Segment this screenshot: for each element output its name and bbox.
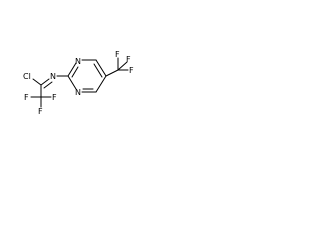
bond-ring-cf3 xyxy=(105,69,119,77)
atom-label-n-ring-upper: N xyxy=(75,57,81,66)
atom-label-n-ring-lower: N xyxy=(75,88,81,97)
atom-label-f-upper-right: F xyxy=(126,55,131,64)
atom-label-f-top: F xyxy=(115,50,120,59)
atom-label-f-bottom-right: F xyxy=(52,93,57,102)
bond-imine-n-c xyxy=(40,78,50,86)
bond-n1-c2-double xyxy=(71,66,79,78)
bond-n3-c2 xyxy=(67,75,77,90)
bond-c-cl xyxy=(32,78,42,86)
bond-c5-c4 xyxy=(95,75,107,93)
imine-linker xyxy=(32,75,69,98)
chemical-structure: F F F C N N N Cl F F F xyxy=(23,50,134,116)
atom-label-f-bottom-left: F xyxy=(24,93,29,102)
bond-cf3-f-upper-right xyxy=(117,61,128,71)
bond-c6-c5-double xyxy=(93,63,103,78)
atom-label-f-right: F xyxy=(129,66,134,75)
trifluoromethyl-group-chain xyxy=(30,96,52,108)
trifluoromethyl-group-ring xyxy=(105,57,129,77)
bond-imine-n-c-double xyxy=(43,81,53,89)
bond-c2-n1 xyxy=(67,62,77,77)
pyrimidine-ring xyxy=(67,59,107,93)
atom-label-n-imine: N xyxy=(50,72,56,81)
atom-label-cl: Cl xyxy=(23,72,31,81)
bond-c6-c5 xyxy=(95,59,107,77)
atom-label-f-bottom-mid: F xyxy=(38,107,43,116)
